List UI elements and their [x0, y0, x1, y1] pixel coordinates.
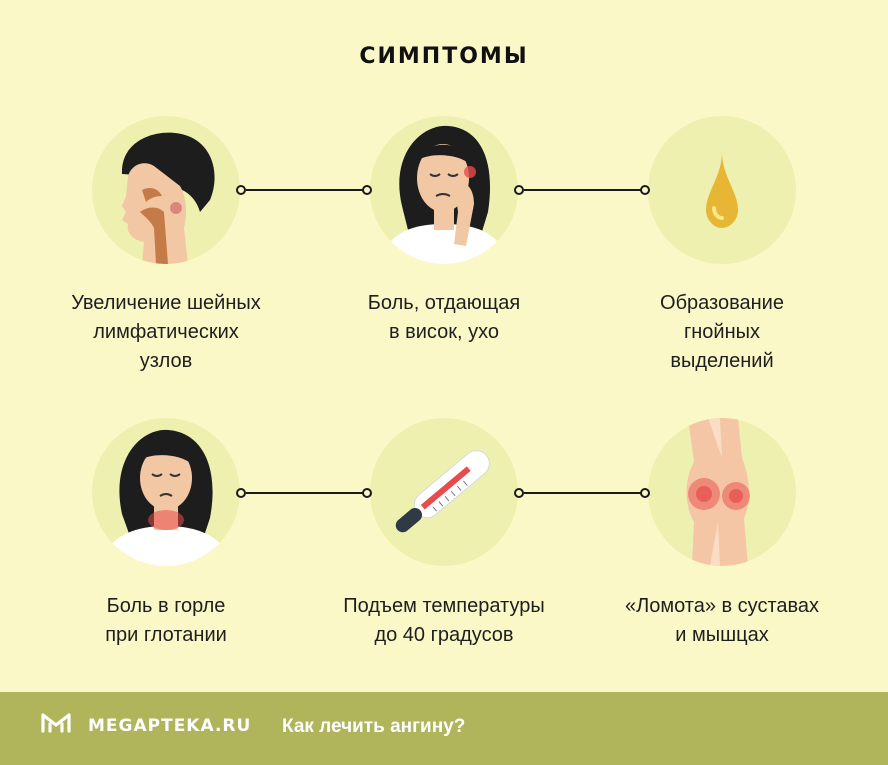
- connector-dot: [640, 185, 650, 195]
- thermometer-icon: [370, 418, 518, 566]
- brand-name[interactable]: MEGAPTEKA.RU: [88, 716, 252, 736]
- connector-dot: [236, 488, 246, 498]
- connector-dot: [514, 488, 524, 498]
- connector-dot: [514, 185, 524, 195]
- connector-line: [246, 189, 368, 191]
- connector-dot: [362, 488, 372, 498]
- connector-line: [524, 189, 646, 191]
- throat-lymph-nodes-icon: [92, 116, 240, 264]
- connector-dot: [362, 185, 372, 195]
- joint-ache-icon: [648, 418, 796, 566]
- earache-icon: [370, 116, 518, 264]
- sore-throat-icon: [92, 418, 240, 566]
- pus-drop-icon: [648, 116, 796, 264]
- connector-dot: [236, 185, 246, 195]
- connector-line: [524, 492, 646, 494]
- connector-dot: [640, 488, 650, 498]
- connector-line: [246, 492, 368, 494]
- megapteka-logo-icon: [41, 713, 71, 733]
- footer-tagline[interactable]: Как лечить ангину?: [282, 716, 466, 737]
- page-title: СИМПТОМЫ: [359, 44, 529, 69]
- footer-bar: MEGAPTEKA.RU Как лечить ангину?: [0, 692, 888, 765]
